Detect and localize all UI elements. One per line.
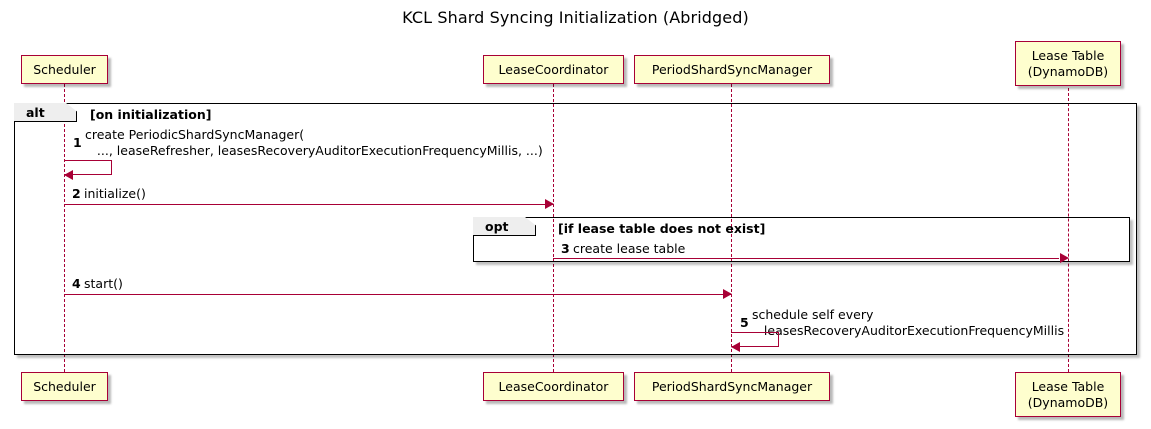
message-5-seq: 5 xyxy=(740,315,749,330)
message-3-seq: 3 xyxy=(561,241,570,256)
message-1-arrowhead xyxy=(64,170,73,180)
message-3-arrowhead xyxy=(1060,253,1069,263)
message-4-seq: 4 xyxy=(72,276,81,291)
frame-opt-guard: [if lease table does not exist] xyxy=(558,221,766,236)
message-2-text: initialize() xyxy=(84,186,146,201)
frame-alt-tab: alt xyxy=(14,103,77,122)
message-2-seq: 2 xyxy=(72,186,81,201)
participant-label: LeaseCoordinator xyxy=(498,378,609,394)
message-1-self-loop xyxy=(64,160,112,175)
lifeline-lease-table xyxy=(1068,88,1069,372)
participant-label: LeaseCoordinator xyxy=(498,61,609,77)
frame-alt xyxy=(14,103,1137,355)
participant-label: Scheduler xyxy=(33,378,96,394)
lifeline-scheduler xyxy=(64,84,65,372)
message-5-text: schedule self every leasesRecoveryAudito… xyxy=(752,307,1065,338)
participant-label: Lease Table (DynamoDB) xyxy=(1027,48,1109,79)
participant-period-shard-sync-manager-top[interactable]: PeriodShardSyncManager xyxy=(634,55,830,84)
participant-lease-table-top[interactable]: Lease Table (DynamoDB) xyxy=(1015,41,1121,86)
message-4-arrowhead xyxy=(723,289,732,299)
frame-opt xyxy=(473,217,1130,262)
participant-period-shard-sync-manager-bottom[interactable]: PeriodShardSyncManager xyxy=(634,372,830,401)
frame-opt-tab: opt xyxy=(473,217,536,236)
participant-label: PeriodShardSyncManager xyxy=(651,378,813,394)
lifeline-period-shard-sync-manager xyxy=(731,84,732,372)
participant-scheduler-top[interactable]: Scheduler xyxy=(21,55,108,84)
participant-label: Scheduler xyxy=(33,61,96,77)
participant-scheduler-bottom[interactable]: Scheduler xyxy=(21,372,108,401)
message-1-seq: 1 xyxy=(73,135,82,150)
message-4-text: start() xyxy=(84,276,123,291)
frame-alt-keyword: alt xyxy=(26,104,45,120)
participant-lease-table-bottom[interactable]: Lease Table (DynamoDB) xyxy=(1015,372,1121,417)
message-3-line xyxy=(553,258,1059,259)
participant-label: PeriodShardSyncManager xyxy=(651,61,813,77)
message-2-line xyxy=(64,204,553,205)
frame-opt-keyword: opt xyxy=(485,218,509,234)
participant-label: Lease Table (DynamoDB) xyxy=(1027,379,1109,410)
frame-alt-guard: [on initialization] xyxy=(90,107,212,122)
participant-lease-coordinator-top[interactable]: LeaseCoordinator xyxy=(483,55,624,84)
participant-lease-coordinator-bottom[interactable]: LeaseCoordinator xyxy=(483,372,624,401)
diagram-title: KCL Shard Syncing Initialization (Abridg… xyxy=(402,8,749,27)
message-4-line xyxy=(64,294,731,295)
message-2-arrowhead xyxy=(545,199,554,209)
lifeline-lease-coordinator xyxy=(553,84,554,372)
message-5-arrowhead xyxy=(731,342,740,352)
message-5-self-loop xyxy=(731,332,779,347)
message-3-text: create lease table xyxy=(573,241,686,256)
message-1-text: create PeriodicShardSyncManager( ..., le… xyxy=(85,127,543,158)
